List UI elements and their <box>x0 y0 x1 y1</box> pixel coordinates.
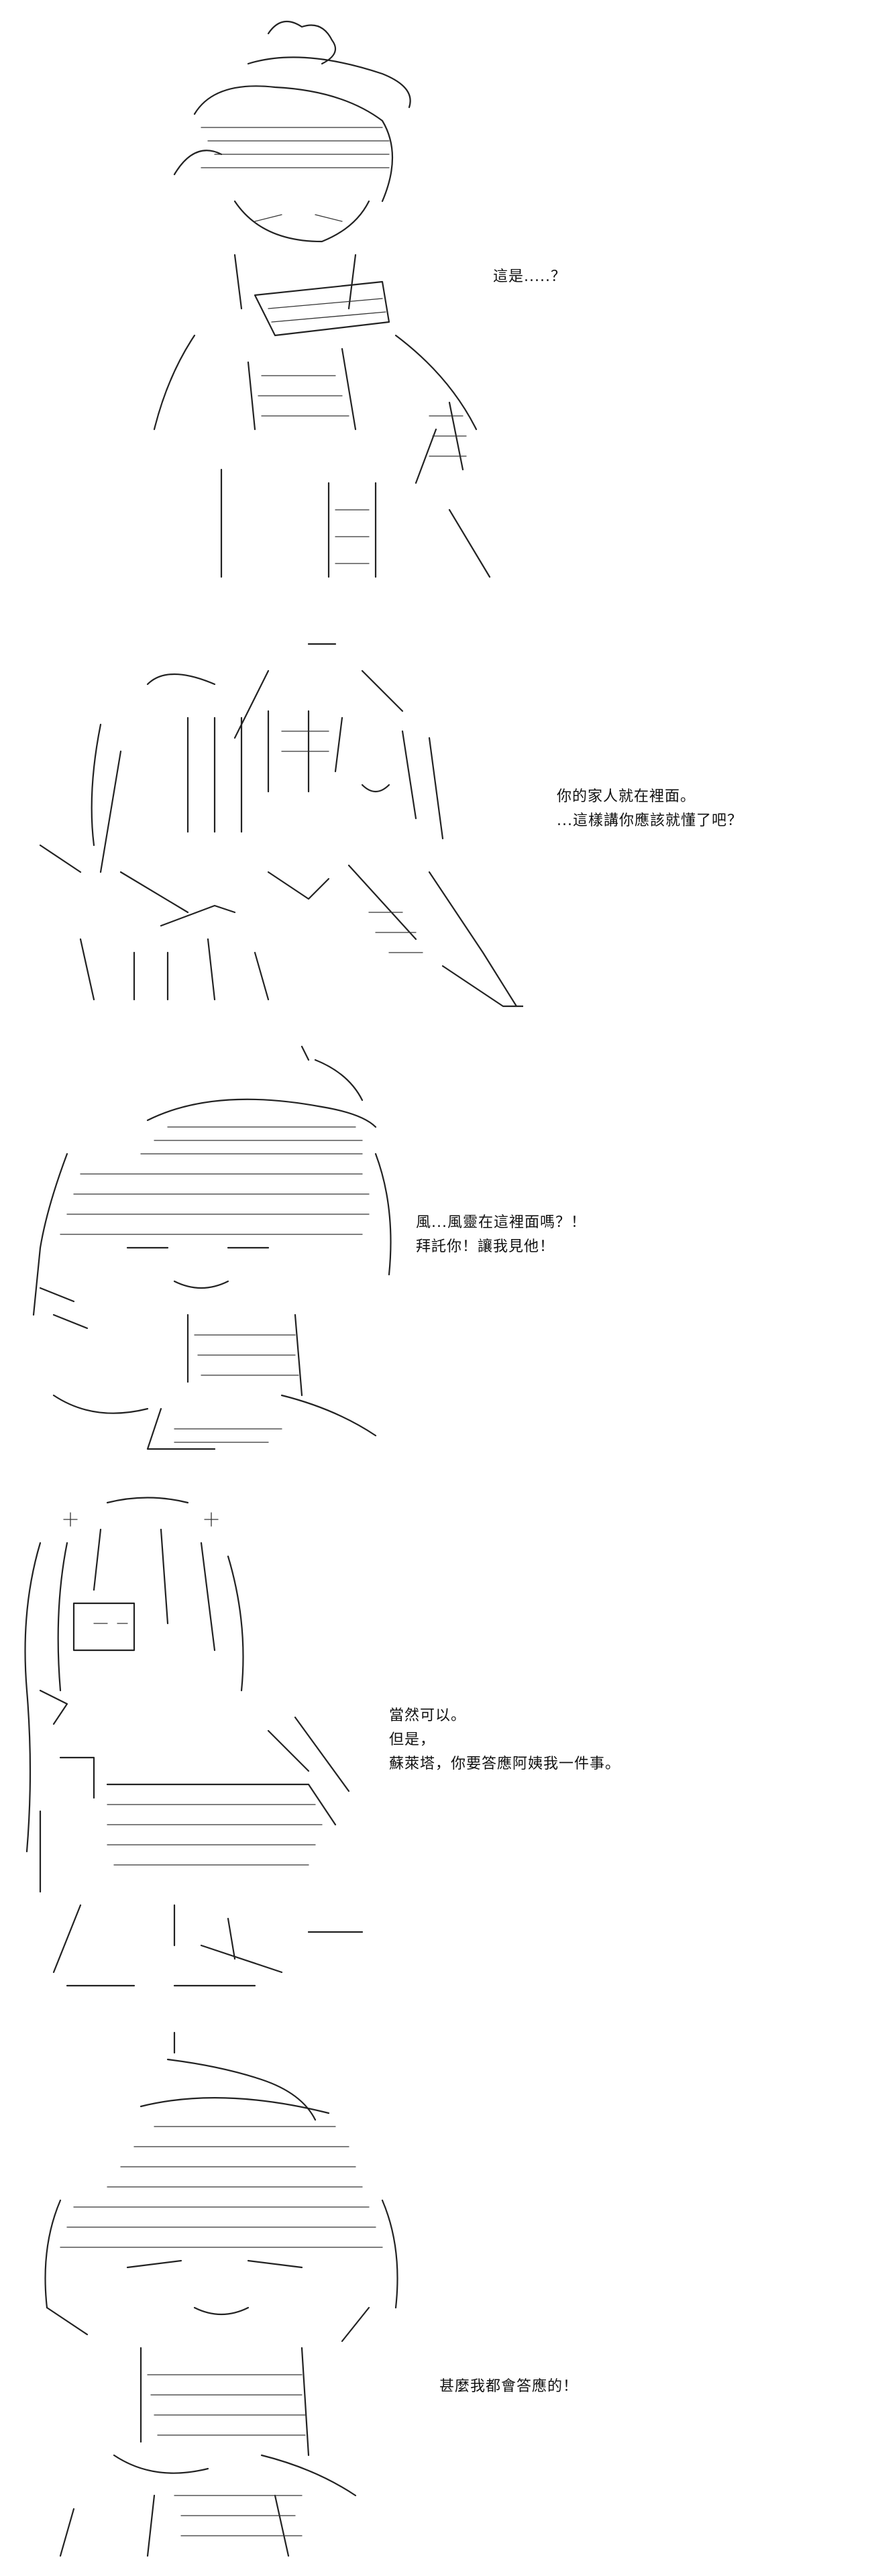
dialogue-text: 你的家人就在裡面。 ...這樣講你應該就懂了吧？ <box>557 785 743 833</box>
ascii-art-figure-determined <box>20 2026 423 2563</box>
comic-panel-3: 風...風靈在這裡面嗎？！ 拜託你！讓我見他！ <box>0 1033 872 1476</box>
dialogue-line: 甚麼我都會答應的！ <box>439 2378 579 2395</box>
ascii-art-figure-standing <box>101 0 503 590</box>
dialogue-line: 風...風靈在這裡面嗎？！ <box>416 1214 586 1231</box>
dialogue-text: 這是.....？ <box>493 265 566 289</box>
dialogue-line: 蘇萊塔，你要答應阿姨我一件事。 <box>389 1756 621 1772</box>
ascii-art-figure-hooded <box>13 617 523 1020</box>
dialogue-line: 拜託你！讓我見他！ <box>416 1238 555 1255</box>
dialogue-line: 當然可以。 <box>389 1707 467 1724</box>
comic-panel-5: 甚麼我都會答應的！ <box>0 2026 872 2576</box>
dialogue-line: 你的家人就在裡面。 <box>557 788 696 805</box>
dialogue-text: 風...風靈在這裡面嗎？！ 拜託你！讓我見他！ <box>416 1211 586 1259</box>
dialogue-line: 但是， <box>389 1731 436 1748</box>
comic-panel-2: 你的家人就在裡面。 ...這樣講你應該就懂了吧？ <box>0 604 872 1033</box>
ascii-art-figure-woman-sparkles <box>0 1476 376 1999</box>
dialogue-line: ...這樣講你應該就懂了吧？ <box>557 812 743 829</box>
comic-panel-4: 當然可以。 但是， 蘇萊塔，你要答應阿姨我一件事。 <box>0 1476 872 2026</box>
dialogue-line: 這是.....？ <box>493 268 566 285</box>
comic-panel-1: 這是.....？ <box>0 0 872 604</box>
ascii-art-figure-long-hair <box>13 1033 402 1462</box>
dialogue-text: 甚麼我都會答應的！ <box>439 2375 578 2399</box>
dialogue-text: 當然可以。 但是， 蘇萊塔，你要答應阿姨我一件事。 <box>389 1704 620 1776</box>
